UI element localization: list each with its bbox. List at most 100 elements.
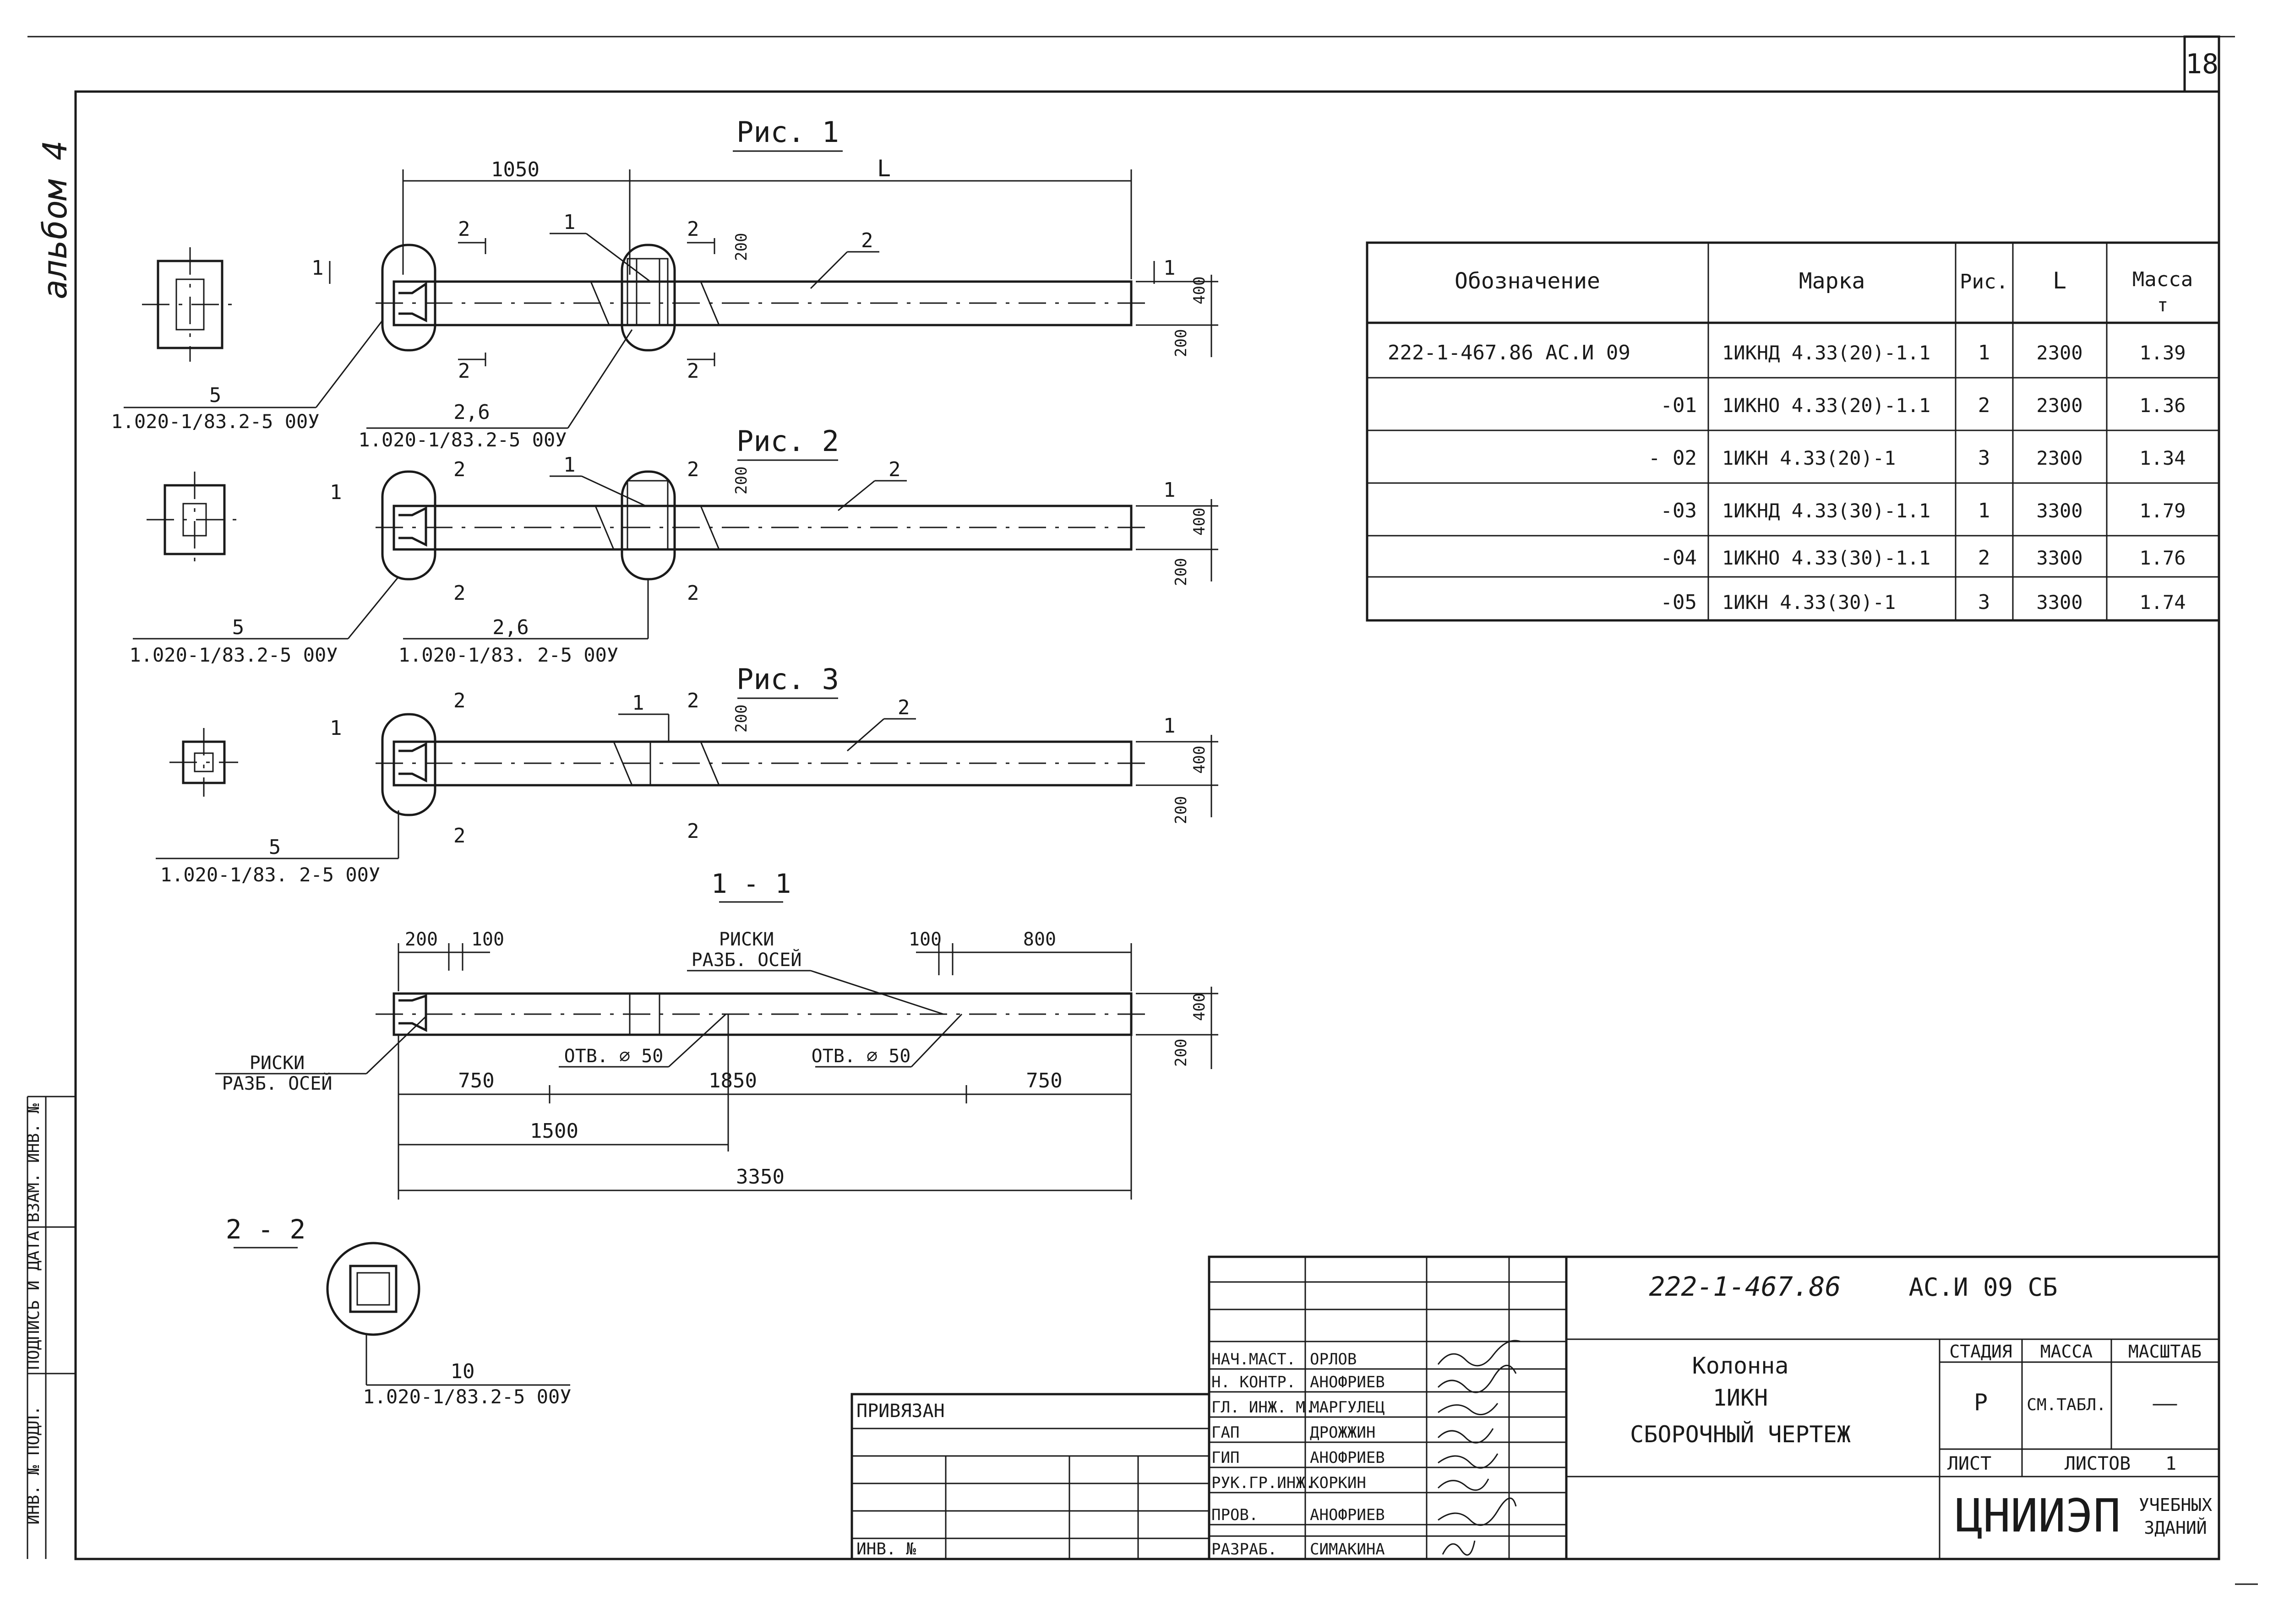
fig1-sec2-bot-a: 2 bbox=[458, 359, 470, 383]
tb-scale-header: МАСШТАБ bbox=[2128, 1342, 2202, 1362]
tb-title-line1: Колонна bbox=[1692, 1352, 1789, 1379]
spec-cell-L: 2300 bbox=[2036, 342, 2082, 364]
sec22-callout-num: 10 bbox=[451, 1360, 475, 1383]
tb-scale-value: —— bbox=[2153, 1392, 2177, 1415]
tb-role: ГИП bbox=[1211, 1449, 1239, 1467]
figure-2: Рис. 2 1 2 1 1 2 2 2 2 200 400 200 5 1.0… bbox=[129, 424, 1218, 666]
tb-role: НАЧ.МАСТ. bbox=[1211, 1350, 1296, 1369]
fig2-h400: 400 bbox=[1190, 508, 1209, 536]
fig2-label-2: 2 bbox=[888, 458, 901, 481]
spec-cell-designation: -03 bbox=[1661, 499, 1697, 522]
sec11-riski-top-2: РАЗБ. ОСЕЙ bbox=[692, 949, 802, 971]
fig2-callout-a-num: 5 bbox=[232, 616, 245, 639]
fig3-sec2-bot-a: 2 bbox=[453, 824, 466, 847]
spec-cell-L: 3300 bbox=[2036, 500, 2082, 522]
tb-name: ДРОЖЖИН bbox=[1310, 1423, 1375, 1442]
spec-header-L: L bbox=[2053, 267, 2066, 294]
spec-cell-designation: -05 bbox=[1661, 591, 1697, 614]
spec-cell-mass: 1.76 bbox=[2139, 547, 2186, 569]
section-1-1: 1 - 1 200 100 100 800 РИСКИ РАЗБ. ОСЕЙ 4… bbox=[215, 868, 1218, 1200]
section-2-2: 2 - 2 10 1.020-1/83.2-5 00У bbox=[226, 1214, 572, 1408]
fig1-title: Рис. 1 bbox=[736, 115, 839, 149]
fig3-h400: 400 bbox=[1190, 746, 1209, 774]
tb-org-sub2: ЗДАНИЙ bbox=[2144, 1518, 2207, 1538]
sec11-h400: 400 bbox=[1190, 993, 1209, 1021]
tb-name: ОРЛОВ bbox=[1310, 1350, 1357, 1369]
tb-mass-header: МАССА bbox=[2040, 1342, 2093, 1362]
sec11-d750a: 750 bbox=[458, 1069, 494, 1092]
sec11-riski-left-1: РИСКИ bbox=[250, 1053, 305, 1074]
sec22-title: 2 - 2 bbox=[226, 1214, 306, 1245]
spec-cell-mass: 1.36 bbox=[2139, 394, 2186, 417]
fig2-sec1-left: 1 bbox=[330, 481, 342, 504]
spec-cell-fig: 2 bbox=[1978, 394, 1990, 417]
fig1-callout-a-ref: 1.020-1/83.2-5 00У bbox=[111, 410, 319, 433]
fig2-sec2-bot-a: 2 bbox=[453, 581, 466, 605]
tb-doc-code: АС.И 09 СБ bbox=[1908, 1273, 2057, 1302]
fig2-callout-a-ref: 1.020-1/83.2-5 00У bbox=[129, 644, 338, 666]
spec-cell-mark: 1ИКНД 4.33(20)-1.1 bbox=[1722, 342, 1930, 364]
fig1-sec1-right: 1 bbox=[1163, 256, 1176, 280]
tb-name: СИМАКИНА bbox=[1310, 1540, 1385, 1559]
tb-name: МАРГУЛЕЦ bbox=[1310, 1398, 1385, 1417]
spec-cell-mass: 1.74 bbox=[2139, 591, 2186, 614]
sec11-riski-top-1: РИСКИ bbox=[719, 929, 774, 950]
tb-role: ГАП bbox=[1211, 1423, 1239, 1442]
sec11-h200: 200 bbox=[1172, 1039, 1190, 1067]
fig1-sec2-bot-b: 2 bbox=[687, 359, 699, 383]
sec11-otv-1: ОТВ. ⌀ 50 bbox=[564, 1046, 664, 1067]
spec-cell-L: 3300 bbox=[2036, 547, 2082, 569]
sheet-number: 18 bbox=[2186, 48, 2218, 80]
fig1-sec1-left: 1 bbox=[311, 256, 324, 280]
spec-cell-designation: - 02 bbox=[1648, 446, 1697, 470]
spec-cell-mark: 1ИКНО 4.33(20)-1.1 bbox=[1722, 394, 1930, 417]
sec11-d750b: 750 bbox=[1026, 1069, 1062, 1092]
sec22-callout-ref: 1.020-1/83.2-5 00У bbox=[363, 1385, 571, 1408]
signatures bbox=[1437, 1340, 1521, 1556]
fig1-dim-1050: 1050 bbox=[491, 158, 540, 181]
tb-title-line2: 1ИКН bbox=[1713, 1385, 1768, 1411]
tb-sheets-value: 1 bbox=[2165, 1453, 2176, 1474]
figure-1: Рис. 1 1050 L 2 2 2 2 1 1 1 2 bbox=[111, 115, 1218, 451]
fig3-label-1: 1 bbox=[632, 691, 644, 715]
spec-cell-mark: 1ИКНД 4.33(30)-1.1 bbox=[1722, 500, 1930, 522]
fig3-callout-a-num: 5 bbox=[269, 836, 281, 859]
spec-cell-L: 2300 bbox=[2036, 447, 2082, 469]
spec-cell-designation: -04 bbox=[1661, 546, 1697, 570]
fig3-sec1-left: 1 bbox=[330, 717, 342, 740]
left-strip-label-2: ПОДПИСЬ И ДАТА bbox=[24, 1231, 43, 1370]
tb-inv-no: ИНВ. № bbox=[856, 1540, 916, 1559]
left-strip-label-3: ВЗАМ. ИНВ. № bbox=[24, 1103, 43, 1222]
tb-stage-header: СТАДИЯ bbox=[1949, 1342, 2012, 1362]
fig1-h200b: 200 bbox=[1172, 329, 1190, 357]
spec-cell-fig: 1 bbox=[1978, 341, 1990, 364]
tb-doc-number: 222-1-467.86 bbox=[1649, 1271, 1841, 1302]
left-strip-label-1: ИНВ. № ПОДЛ. bbox=[24, 1406, 43, 1525]
fig2-callout-b-ref: 1.020-1/83. 2-5 00У bbox=[398, 644, 618, 666]
fig1-label-2: 2 bbox=[861, 229, 873, 252]
fig1-sec2-top-a: 2 bbox=[458, 217, 470, 241]
fig1-h200: 200 bbox=[732, 233, 751, 261]
tb-role: РАЗРАБ. bbox=[1211, 1540, 1277, 1559]
sec11-d800: 800 bbox=[1023, 929, 1056, 950]
spec-cell-mass: 1.39 bbox=[2139, 342, 2186, 364]
fig1-dim-L: L bbox=[877, 155, 891, 182]
spec-cell-fig: 3 bbox=[1978, 446, 1990, 470]
spec-header-designation: Обозначение bbox=[1455, 268, 1600, 294]
tb-mass-value: СМ.ТАБЛ. bbox=[2027, 1396, 2106, 1414]
tb-org-main: ЦНИИЭП bbox=[1955, 1489, 2120, 1543]
spec-cell-designation: -01 bbox=[1661, 394, 1697, 417]
title-block: 222-1-467.86 АС.И 09 СБ Колонна 1ИКН СБО… bbox=[850, 1255, 2220, 1560]
spec-cell-mark: 1ИКНО 4.33(30)-1.1 bbox=[1722, 547, 1930, 569]
spec-cell-fig: 3 bbox=[1978, 591, 1990, 614]
album-label: альбом 4 bbox=[36, 141, 74, 299]
fig1-callout-a-num: 5 bbox=[209, 384, 222, 407]
fig3-sec2-top-b: 2 bbox=[687, 689, 699, 712]
spec-cell-mass: 1.79 bbox=[2139, 500, 2186, 522]
fig1-sec2-top-b: 2 bbox=[687, 217, 699, 241]
spec-cell-fig: 2 bbox=[1978, 546, 1990, 570]
fig1-callout-b-ref: 1.020-1/83.2-5 00У bbox=[358, 429, 567, 451]
fig3-title: Рис. 3 bbox=[736, 663, 839, 696]
